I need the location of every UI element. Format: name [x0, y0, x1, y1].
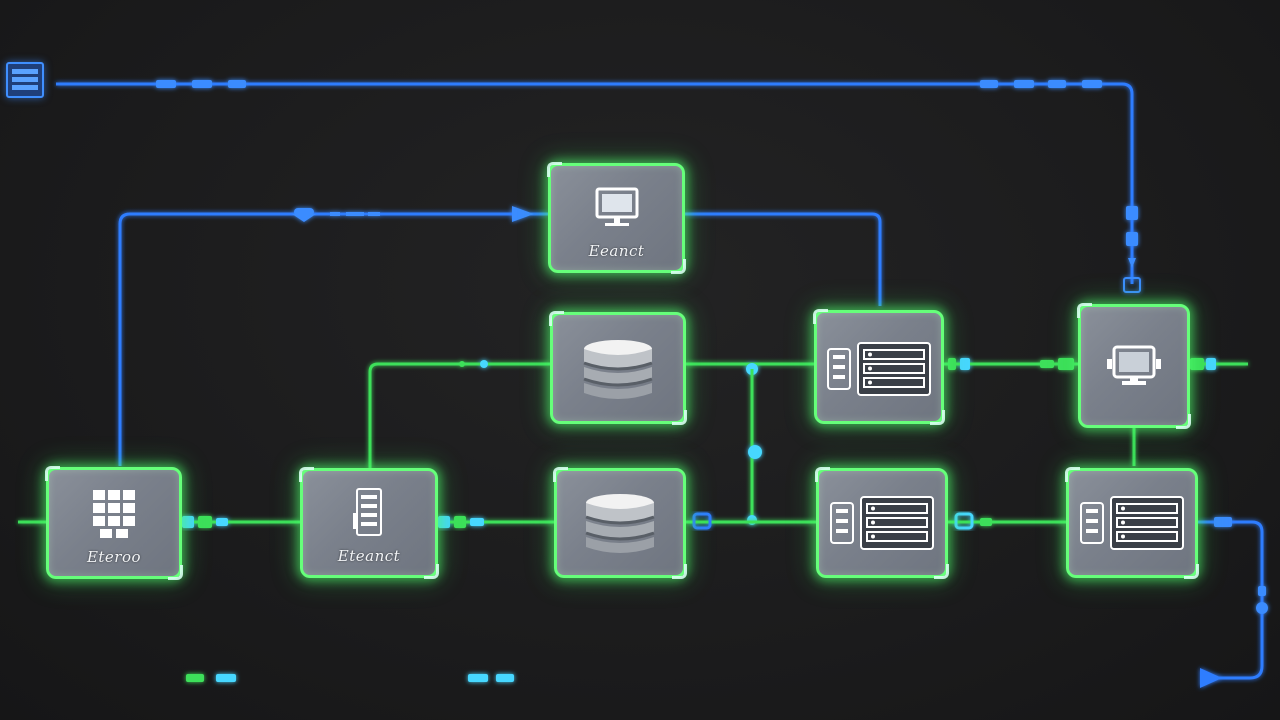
- node-storage-label: Eteanct: [337, 547, 401, 565]
- node-server-right[interactable]: [1065, 467, 1199, 579]
- workstation-icon: [1107, 345, 1161, 385]
- menu-stack-icon[interactable]: [6, 62, 44, 98]
- node-server-top[interactable]: [813, 309, 945, 425]
- node-client[interactable]: Eeanct: [547, 162, 686, 274]
- node-database-top[interactable]: [549, 311, 687, 425]
- grid-keypad-icon: [93, 490, 135, 538]
- link-right-return: [1198, 517, 1268, 680]
- database-icon: [583, 340, 653, 399]
- node-client-label: Eeanct: [588, 242, 645, 260]
- node-storage[interactable]: Eteanct: [299, 467, 439, 579]
- database-icon: [585, 494, 655, 553]
- storage-icon: [353, 488, 382, 536]
- server-rack-icon: [830, 496, 934, 550]
- node-source[interactable]: Eteroo: [45, 466, 183, 580]
- link-bottom-row: [18, 512, 1066, 530]
- node-workstation[interactable]: [1077, 303, 1191, 429]
- node-server-middle[interactable]: [815, 467, 949, 579]
- link-database-row: [368, 358, 1248, 525]
- monitor-icon: [595, 187, 638, 226]
- server-rack-icon: [827, 342, 931, 396]
- link-client-to-server: [684, 212, 882, 306]
- node-source-label: Eteroo: [86, 548, 142, 566]
- link-top-bus: [56, 80, 1141, 293]
- server-rack-icon: [1080, 496, 1184, 550]
- link-source-to-client: [118, 206, 548, 466]
- link-bottom-bus: [0, 668, 1222, 688]
- node-database-bottom[interactable]: [553, 467, 687, 579]
